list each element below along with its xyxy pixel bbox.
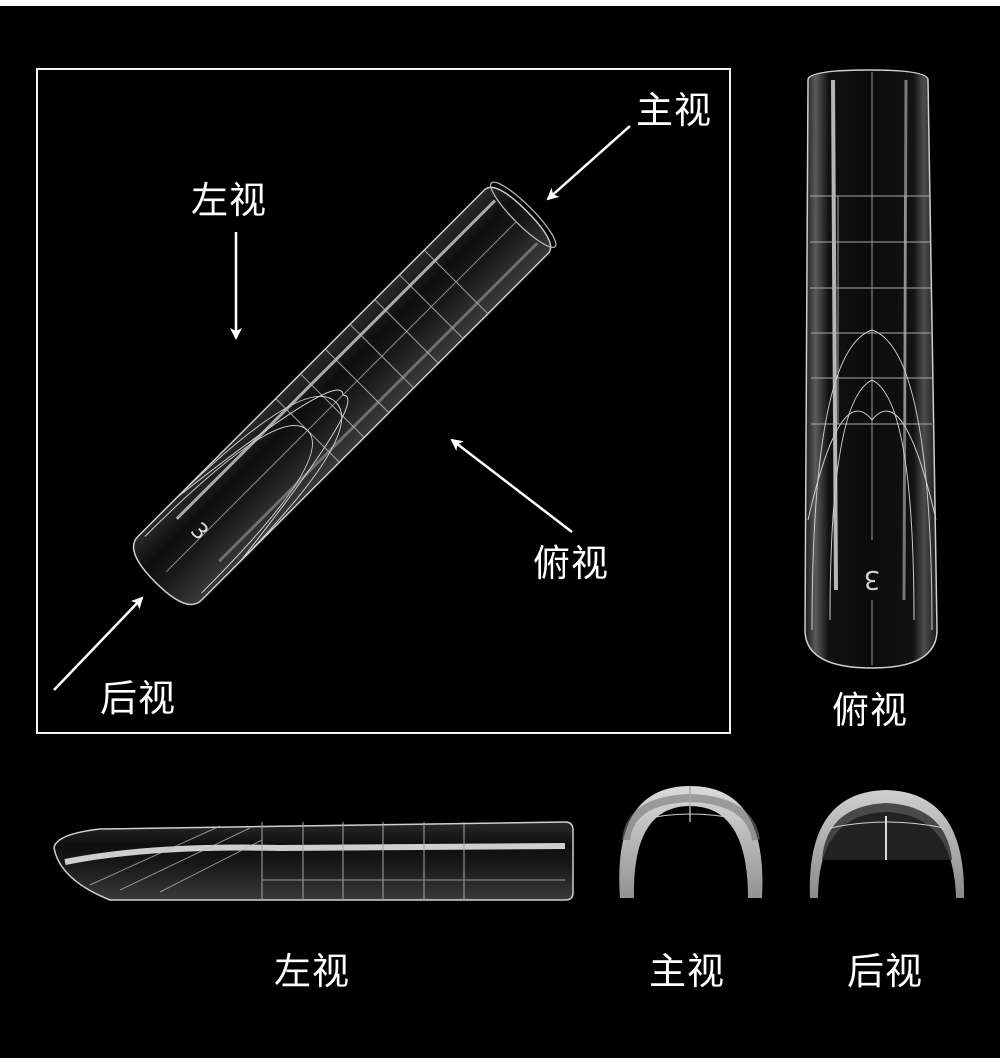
top-view-nail-number: 3 [864, 564, 881, 594]
front-view-arch [619, 786, 763, 898]
frame-left-view-label: 左视 [191, 179, 267, 222]
top-view-label: 俯视 [832, 689, 908, 732]
frame-front-view-label: 主视 [636, 89, 712, 132]
top-white-strip [0, 0, 1000, 6]
arrow-back [53, 596, 144, 691]
left-view-nail-tip [53, 821, 574, 901]
left-view-label: 左视 [274, 950, 350, 993]
front-view-label: 主视 [649, 950, 725, 993]
angled-view-frame [36, 68, 731, 734]
arrow-top [450, 438, 573, 533]
back-view-label: 后视 [847, 950, 923, 993]
arrow-front [546, 125, 631, 201]
frame-top-view-label: 俯视 [533, 542, 609, 585]
frame-back-view-label: 后视 [100, 677, 176, 720]
angled-nail-tip: 3 [132, 181, 557, 606]
back-view-arch [809, 790, 965, 898]
top-view-nail-tip: 3 [804, 69, 938, 669]
